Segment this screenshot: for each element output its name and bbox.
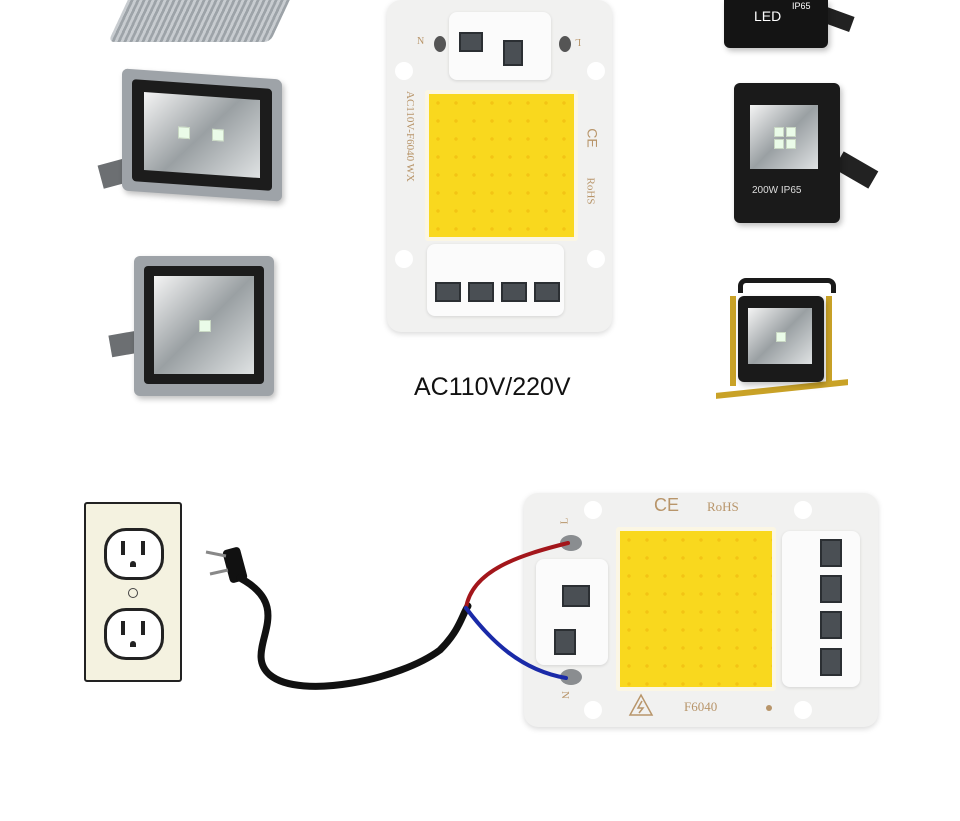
- screw: [128, 588, 138, 598]
- cob-chip-top: N L AC110V-F6040 WX CE RoHS: [387, 0, 612, 332]
- rohs-mark: RoHS: [707, 499, 739, 514]
- voltage-caption: AC110V/220V: [414, 373, 571, 401]
- neutral-wire: [464, 606, 568, 680]
- socket-bottom: [104, 608, 164, 660]
- driver-block-bottom: [427, 244, 564, 316]
- cob-chip-bottom: CE RoHS L N F6040: [524, 493, 878, 727]
- driver-block-left: [536, 559, 608, 665]
- high-voltage-icon: [628, 693, 654, 716]
- label-n: N: [417, 36, 425, 47]
- plug-icon: [205, 547, 248, 583]
- floodlight-ip-label: IP65: [792, 1, 811, 11]
- cob-led-array: [425, 90, 578, 241]
- floodlight-led-label: LED: [754, 8, 782, 24]
- wall-outlet: [84, 502, 182, 682]
- power-cord: [236, 574, 472, 690]
- ce-mark: CE: [654, 495, 680, 515]
- driver-block-top: [449, 12, 551, 80]
- live-wire: [464, 541, 570, 610]
- model-text: F6040: [684, 699, 718, 714]
- driver-block-right: [782, 531, 860, 687]
- cob-led-array: [616, 527, 776, 691]
- floodlight-rating-label: 200W IP65: [752, 185, 802, 196]
- socket-top: [104, 528, 164, 580]
